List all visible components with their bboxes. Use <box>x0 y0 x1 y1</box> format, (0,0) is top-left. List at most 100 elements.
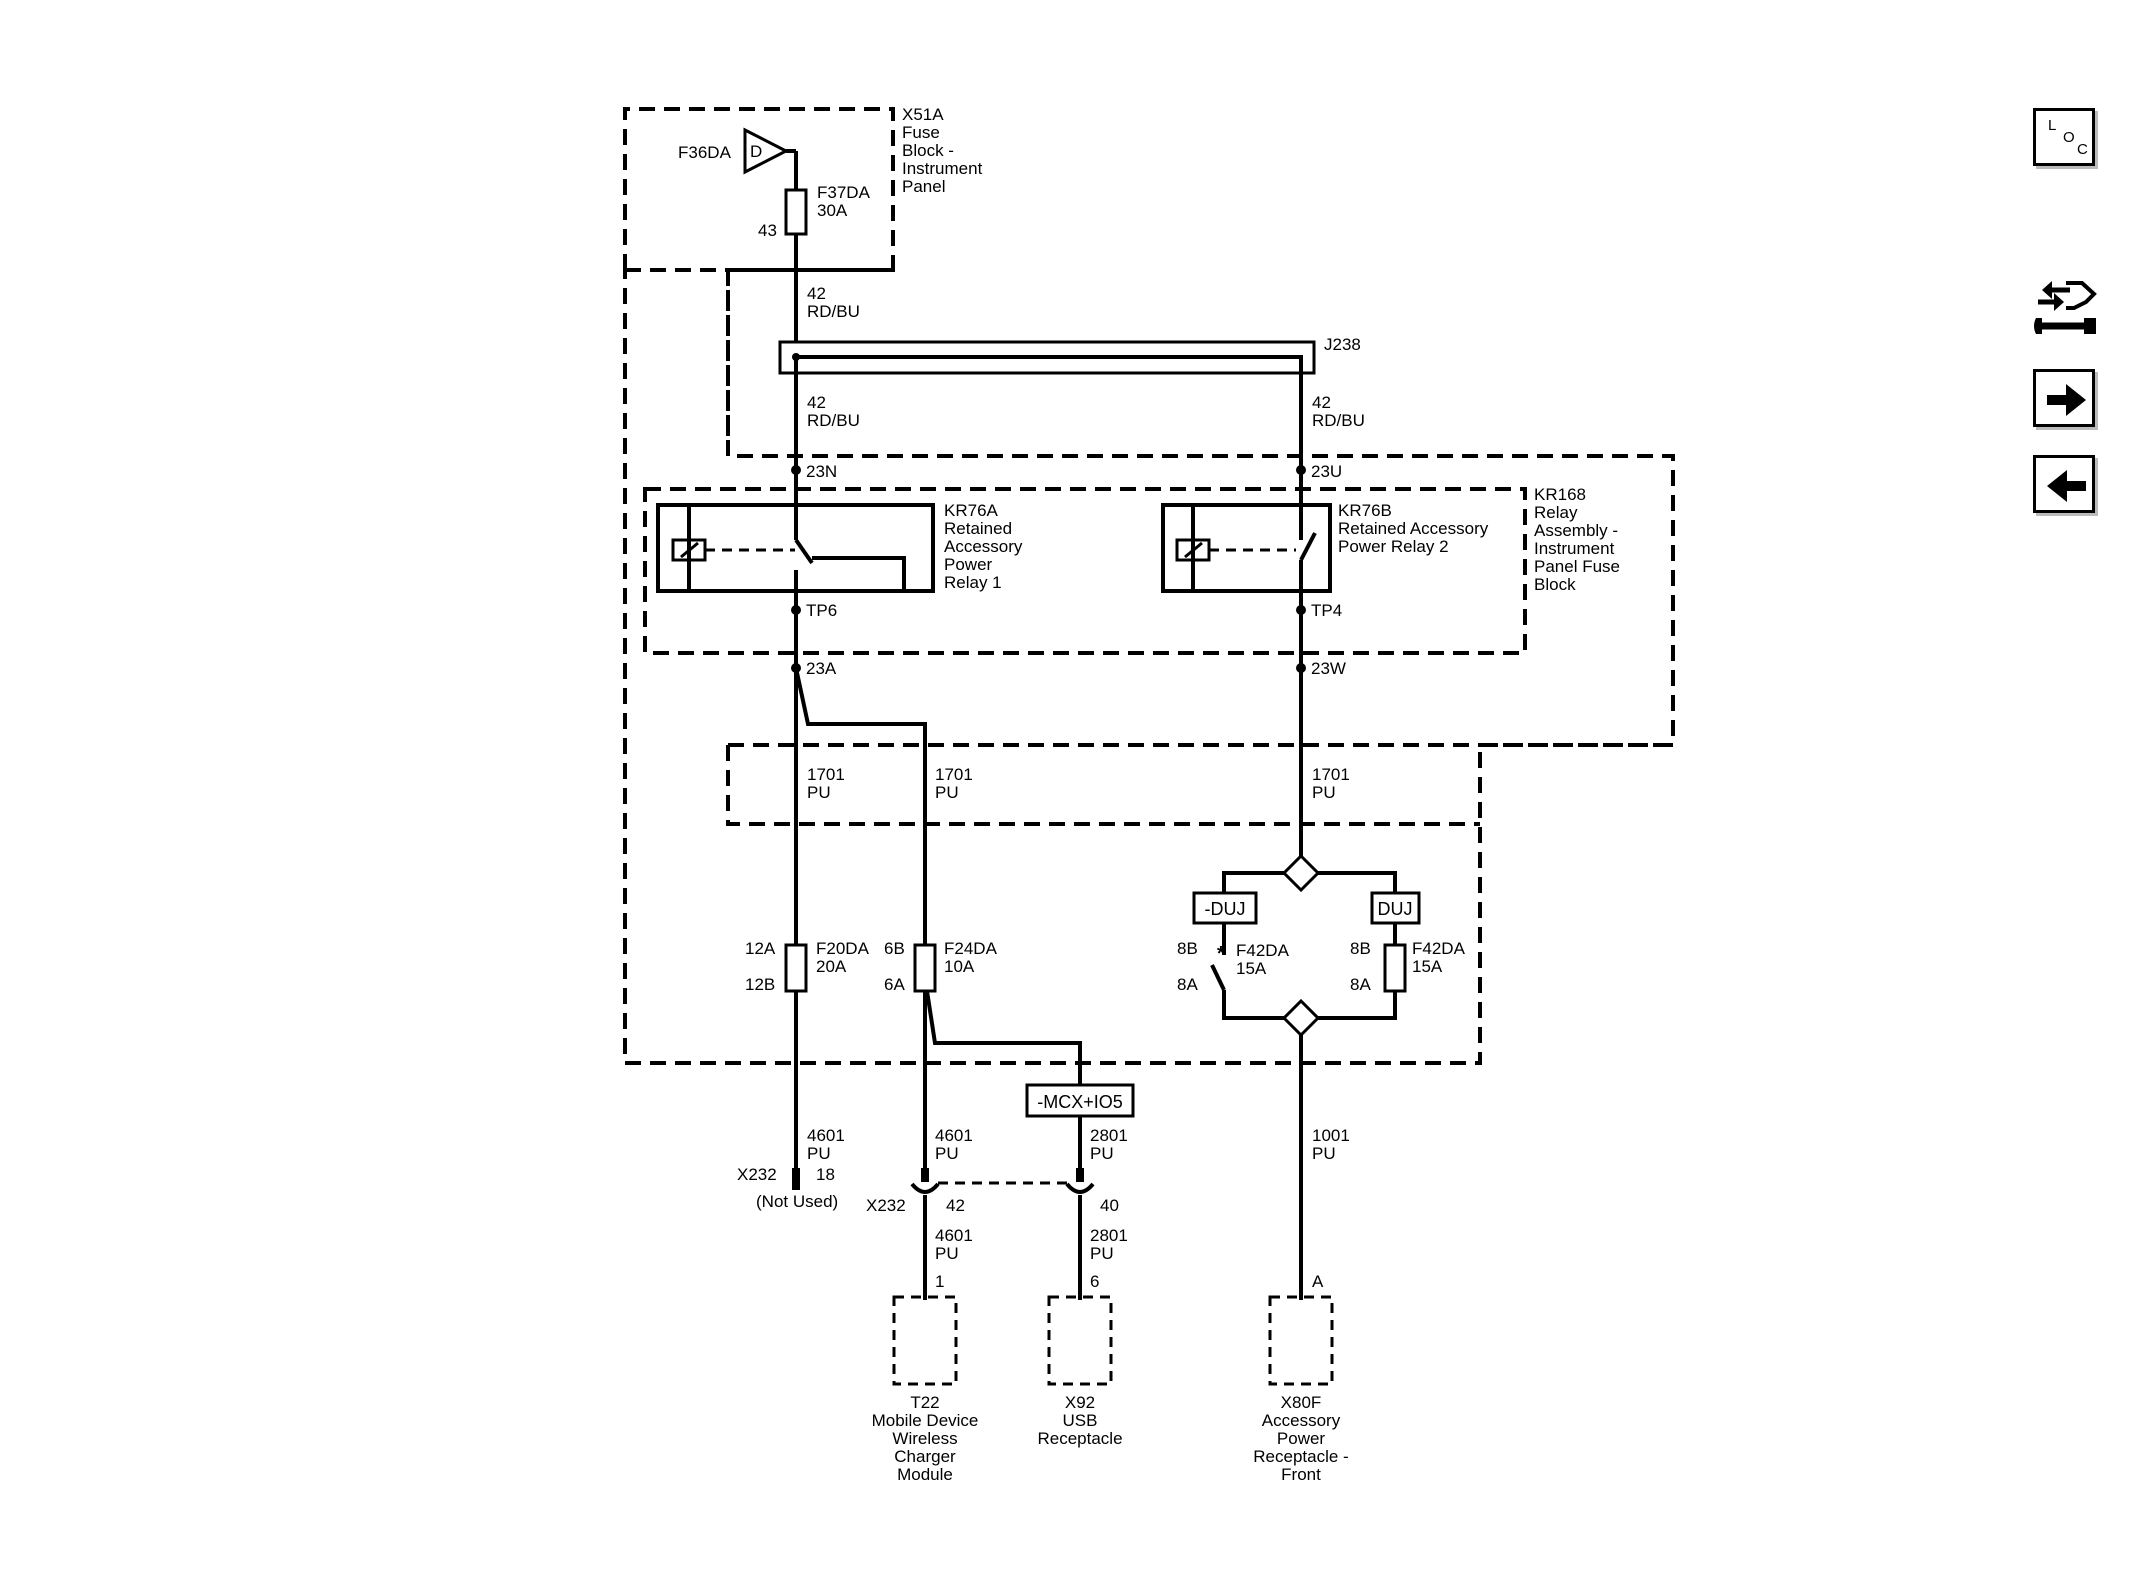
svg-text:15A: 15A <box>1236 959 1267 978</box>
kr76a-contact-arm <box>794 538 814 565</box>
minus-duj-label: -DUJ <box>1205 899 1246 919</box>
x92-label: X92 USB Receptacle <box>1037 1393 1122 1448</box>
svg-text:PU: PU <box>807 783 831 802</box>
kr168-inner-outline <box>643 487 1527 655</box>
loc-letter-o: O <box>2063 129 2075 146</box>
svg-text:Panel: Panel <box>902 177 945 196</box>
wire-42-left-label: 42 RD/BU <box>807 393 860 430</box>
svg-text:Relay: Relay <box>1534 503 1578 522</box>
loc-button[interactable]: L O C <box>2033 108 2095 166</box>
svg-text:F42DA: F42DA <box>1236 941 1290 960</box>
duj-box <box>1370 891 1421 925</box>
wire-1701-b-label: 1701 PU <box>935 765 973 802</box>
svg-text:Relay 1: Relay 1 <box>944 573 1002 592</box>
pin-23n-dot <box>791 465 801 475</box>
f42da-left-switch-x: * <box>1217 943 1225 965</box>
not-used-label: (Not Used) <box>756 1192 838 1211</box>
svg-text:Retained Accessory: Retained Accessory <box>1338 519 1489 538</box>
x232-pin40-socket <box>1065 1182 1095 1194</box>
x92-component-box <box>1047 1295 1113 1386</box>
t22-label: T22 Mobile Device Wireless Charger Modul… <box>872 1393 979 1484</box>
j238-label: J238 <box>1324 335 1361 354</box>
x232-pin42-socket <box>910 1182 940 1194</box>
svg-text:Fuse: Fuse <box>902 123 940 142</box>
f42da-left-label: F42DA 15A <box>1236 941 1290 978</box>
wire-f24da-usb <box>925 990 1082 1085</box>
pin-6a-label: 6A <box>884 975 905 994</box>
kr76b-label: KR76B Retained Accessory Power Relay 2 <box>1338 501 1489 556</box>
wire-42-right-label: 42 RD/BU <box>1312 393 1365 430</box>
splice-diamond-bottom <box>1281 998 1321 1038</box>
previous-page-button[interactable] <box>2033 455 2095 513</box>
mcx-io5-label: -MCX+IO5 <box>1037 1092 1123 1112</box>
f42da-right-fuse <box>1383 943 1407 993</box>
arrow-left-icon <box>2047 470 2086 502</box>
arrow-right-icon <box>2047 384 2086 416</box>
svg-text:2801: 2801 <box>1090 1226 1128 1245</box>
pin-23a-label: 23A <box>806 659 837 678</box>
mcx-io5-box <box>1025 1083 1135 1118</box>
svg-text:15A: 15A <box>1412 957 1443 976</box>
pin-8a-right-label: 8A <box>1350 975 1371 994</box>
tp6-dot <box>791 605 801 615</box>
pin-12a-label: 12A <box>745 939 776 958</box>
f24da-fuse <box>913 943 937 993</box>
svg-text:Wireless: Wireless <box>892 1429 957 1448</box>
pin-8a-left-label: 8A <box>1177 975 1198 994</box>
svg-text:KR76A: KR76A <box>944 501 999 520</box>
f36da-label: F36DA <box>678 143 732 162</box>
svg-text:4601: 4601 <box>807 1126 845 1145</box>
svg-text:Instrument: Instrument <box>902 159 983 178</box>
j238-bus <box>796 355 1303 470</box>
svg-text:Accessory: Accessory <box>1262 1411 1341 1430</box>
svg-text:RD/BU: RD/BU <box>1312 411 1365 430</box>
t22-component-box <box>892 1295 958 1386</box>
svg-text:Panel Fuse: Panel Fuse <box>1534 557 1620 576</box>
x232-pin18-terminal <box>792 1168 800 1190</box>
tp4-dot <box>1296 605 1306 615</box>
x232-pin40-terminal <box>1076 1168 1084 1182</box>
svg-text:USB: USB <box>1063 1411 1098 1430</box>
svg-text:X51A: X51A <box>902 105 944 124</box>
wire-4601-a-label: 4601 PU <box>807 1126 845 1163</box>
x51a-fuse-block-outline <box>623 107 1675 1065</box>
svg-text:42: 42 <box>807 284 826 303</box>
svg-text:Accessory: Accessory <box>944 537 1023 556</box>
pin-18-label: 18 <box>816 1165 835 1184</box>
svg-text:X92: X92 <box>1065 1393 1095 1412</box>
loc-letter-l: L <box>2048 117 2057 134</box>
svg-text:T22: T22 <box>910 1393 939 1412</box>
svg-text:Mobile Device: Mobile Device <box>872 1411 979 1430</box>
svg-text:42: 42 <box>1312 393 1331 412</box>
svg-text:Block -: Block - <box>902 141 954 160</box>
f42da-right-label: F42DA 15A <box>1412 939 1466 976</box>
connector-wrench-icon[interactable] <box>2030 278 2100 344</box>
next-page-button[interactable] <box>2033 369 2095 427</box>
svg-text:Power Relay 2: Power Relay 2 <box>1338 537 1449 556</box>
svg-text:1701: 1701 <box>935 765 973 784</box>
svg-text:KR168: KR168 <box>1534 485 1586 504</box>
tp6-label: TP6 <box>806 601 837 620</box>
svg-text:Block: Block <box>1534 575 1576 594</box>
svg-text:10A: 10A <box>944 957 975 976</box>
svg-text:KR76B: KR76B <box>1338 501 1392 520</box>
svg-text:Charger: Charger <box>894 1447 956 1466</box>
tp4-label: TP4 <box>1311 601 1342 620</box>
svg-text:20A: 20A <box>816 957 847 976</box>
svg-text:PU: PU <box>1090 1144 1114 1163</box>
svg-text:PU: PU <box>935 1244 959 1263</box>
wire-4601-c-label: 4601 PU <box>935 1226 973 1263</box>
f42da-left-switch-arm <box>1210 964 1226 991</box>
svg-text:F20DA: F20DA <box>816 939 870 958</box>
pin-42-label: 42 <box>946 1196 965 1215</box>
svg-text:Module: Module <box>897 1465 953 1484</box>
svg-text:X80F: X80F <box>1281 1393 1322 1412</box>
svg-text:2801: 2801 <box>1090 1126 1128 1145</box>
wire-42-top-label: 42 RD/BU <box>807 284 860 321</box>
wire-1701-c-label: 1701 PU <box>1312 765 1350 802</box>
pin-23n-label: 23N <box>806 462 837 481</box>
x51a-label: X51A Fuse Block - Instrument Panel <box>902 105 983 196</box>
wire-duj-split-r <box>1318 871 1397 893</box>
svg-text:PU: PU <box>807 1144 831 1163</box>
